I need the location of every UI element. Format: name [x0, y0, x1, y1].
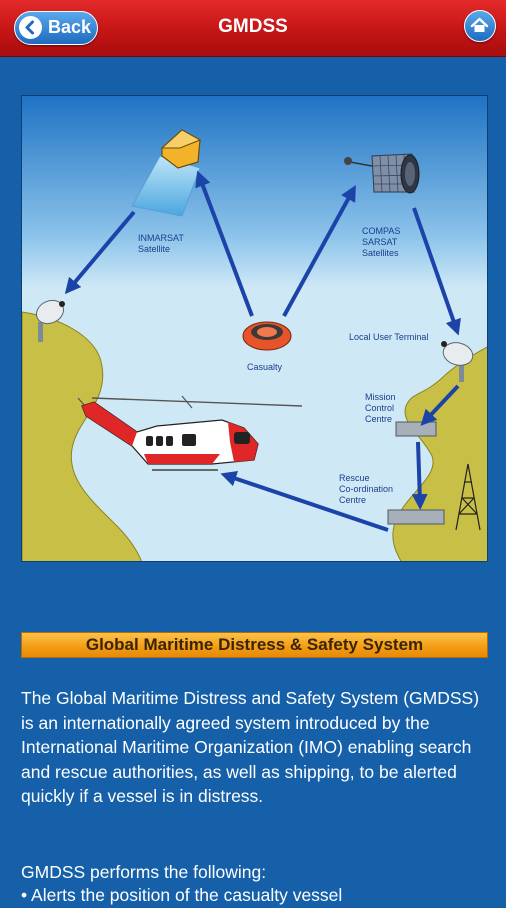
radio-tower: [455, 463, 481, 531]
compas-label: COMPAS SARSAT Satellites: [362, 226, 401, 258]
back-button[interactable]: Back: [14, 11, 98, 45]
nav-bar: Back GMDSS: [0, 0, 506, 57]
home-icon: [470, 17, 489, 32]
mission-control-label: Mission Control Centre: [365, 392, 396, 424]
rescue-centre-label: Rescue Co-ordination Centre: [339, 473, 394, 505]
left-dish: [35, 299, 65, 342]
sky: [22, 96, 487, 296]
local-user-terminal-label: Local User Terminal: [349, 332, 429, 342]
arrow-inmarsat-to-dish: [64, 210, 136, 295]
helicopter: [77, 395, 303, 471]
right-dish: [441, 341, 474, 382]
arrow-rcc-to-helicopter: [220, 470, 389, 532]
arrow-casualty-to-compas: [282, 184, 356, 317]
mission-control-building: [395, 421, 437, 437]
gmdss-diagram-graphic: [22, 96, 487, 561]
page-title: GMDSS: [218, 16, 288, 37]
casualty-label: Casualty: [247, 362, 283, 372]
functions-subheading: GMDSS performs the following:: [21, 862, 267, 882]
section-header: Global Maritime Distress & Safety System: [21, 632, 488, 658]
inmarsat-label: INMARSAT Satellite: [138, 233, 184, 254]
left-coast: [22, 311, 142, 561]
compas-satellite: [371, 153, 420, 194]
gmdss-diagram: INMARSAT Satellite COMPAS SARSAT Satelli…: [21, 95, 488, 562]
arrow-casualty-to-inmarsat: [195, 170, 254, 317]
chevron-left-icon: [19, 16, 42, 39]
casualty-raft: [242, 321, 292, 351]
arrow-mcc-to-rcc: [411, 441, 428, 510]
arrow-compas-to-lut: [412, 207, 461, 336]
home-button[interactable]: [464, 10, 496, 42]
arrow-lut-to-mcc: [420, 384, 460, 426]
description-text: The Global Maritime Distress and Safety …: [21, 688, 480, 806]
list-item: • Alerts the position of the casualty ve…: [21, 885, 343, 905]
back-button-label: Back: [48, 17, 92, 37]
rescue-centre-building: [387, 509, 445, 525]
